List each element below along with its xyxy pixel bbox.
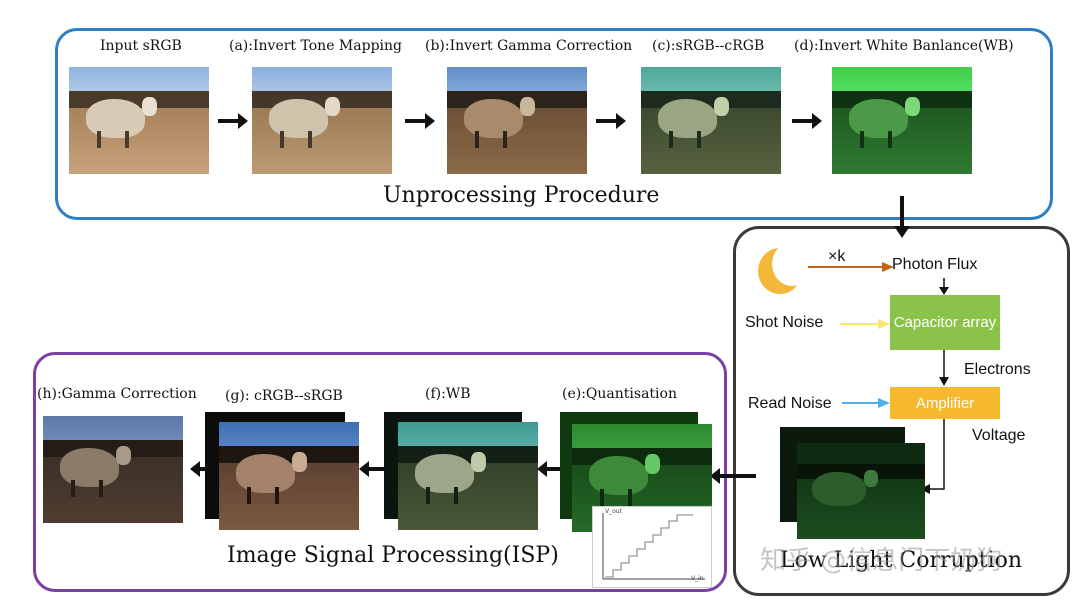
isp-title: Image Signal Processing(ISP)	[227, 543, 559, 568]
step-f-label: (f):WB	[425, 386, 471, 402]
multiplier-label: ×k	[828, 248, 846, 265]
invert-white-balance-image	[832, 67, 972, 174]
input-srgb-image	[69, 67, 209, 174]
low-light-title: Low Light Corruption	[780, 548, 1023, 573]
arrow-left	[359, 461, 389, 477]
step-g-label: (g): cRGB--sRGB	[225, 388, 343, 404]
electrons-label: Electrons	[964, 361, 1031, 378]
shot-noise-arrow	[840, 319, 890, 329]
step-c-label: (c):sRGB--cRGB	[652, 38, 765, 54]
read-noise-arrow	[842, 398, 890, 408]
isp-panel	[33, 352, 727, 592]
corrupted-image	[797, 443, 925, 539]
srgb-to-crgb-image	[641, 67, 781, 174]
quant-y-axis-label: V_out	[605, 508, 622, 515]
capacitor-array-block: Capacitor array	[890, 295, 1000, 350]
invert-tone-mapping-image	[252, 67, 392, 174]
read-noise-label: Read Noise	[748, 395, 832, 412]
photon-flux-label: Photon Flux	[892, 256, 978, 273]
unprocessing-title: Unprocessing Procedure	[383, 183, 660, 208]
arrow-left	[710, 468, 756, 484]
arrow-right	[218, 113, 248, 129]
voltage-arrow	[920, 419, 945, 494]
arrow-down	[894, 196, 910, 238]
arrow-down-electrons	[939, 350, 949, 386]
arrow-right	[792, 113, 822, 129]
arrow-left	[537, 461, 567, 477]
watermark-text: 知乎 @信息门下奶狗	[760, 546, 1003, 576]
photon-arrow	[808, 262, 894, 272]
gamma-correction-image	[43, 416, 183, 523]
moon-icon	[758, 242, 812, 294]
unprocessing-panel	[55, 28, 1053, 220]
arrow-right	[405, 113, 435, 129]
step-a-label: (a):Invert Tone Mapping	[229, 38, 402, 54]
invert-gamma-correction-image	[447, 67, 587, 174]
quantisation-plot: V_out V_in	[592, 506, 712, 588]
arrow-right	[596, 113, 626, 129]
quant-x-axis-label: V_in	[691, 575, 704, 582]
amplifier-block: Amplifier	[890, 387, 1000, 419]
step-e-label: (e):Quantisation	[562, 386, 677, 402]
arrow-down-small	[939, 278, 949, 295]
shot-noise-label: Shot Noise	[745, 314, 824, 331]
step-h-label: (h):Gamma Correction	[37, 386, 197, 402]
step-input-srgb-label: Input sRGB	[100, 38, 182, 54]
step-b-label: (b):Invert Gamma Correction	[425, 38, 633, 54]
voltage-label: Voltage	[972, 427, 1026, 444]
step-d-label: (d):Invert White Banlance(WB)	[794, 38, 1014, 54]
wb-image	[398, 422, 538, 530]
crgb-to-srgb-image	[219, 422, 359, 530]
